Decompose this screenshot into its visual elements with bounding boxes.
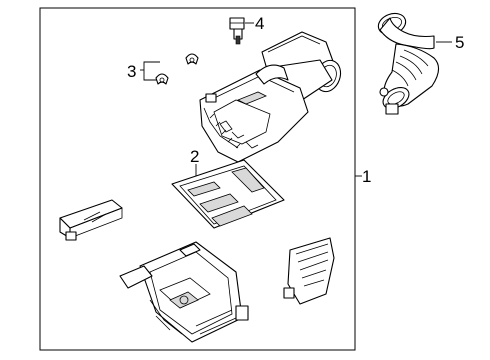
clip-part-3-upper xyxy=(185,53,199,65)
callout-2: 2 xyxy=(190,147,199,166)
leader-3 xyxy=(143,61,160,81)
sensor-part-4 xyxy=(229,17,245,45)
intake-duct-part-5 xyxy=(377,12,440,115)
side-baffle xyxy=(283,237,335,305)
clip-part-3-lower xyxy=(155,73,169,85)
air-filter-part-2 xyxy=(171,159,285,229)
callout-5: 5 xyxy=(455,33,464,52)
assembly-frame xyxy=(39,7,356,351)
lower-housing-part-1 xyxy=(119,241,249,343)
bracket-left xyxy=(59,199,123,241)
callout-4: 4 xyxy=(255,14,264,33)
upper-housing-part-1 xyxy=(199,31,342,163)
callout-3: 3 xyxy=(127,62,136,81)
callout-1: 1 xyxy=(362,167,371,186)
